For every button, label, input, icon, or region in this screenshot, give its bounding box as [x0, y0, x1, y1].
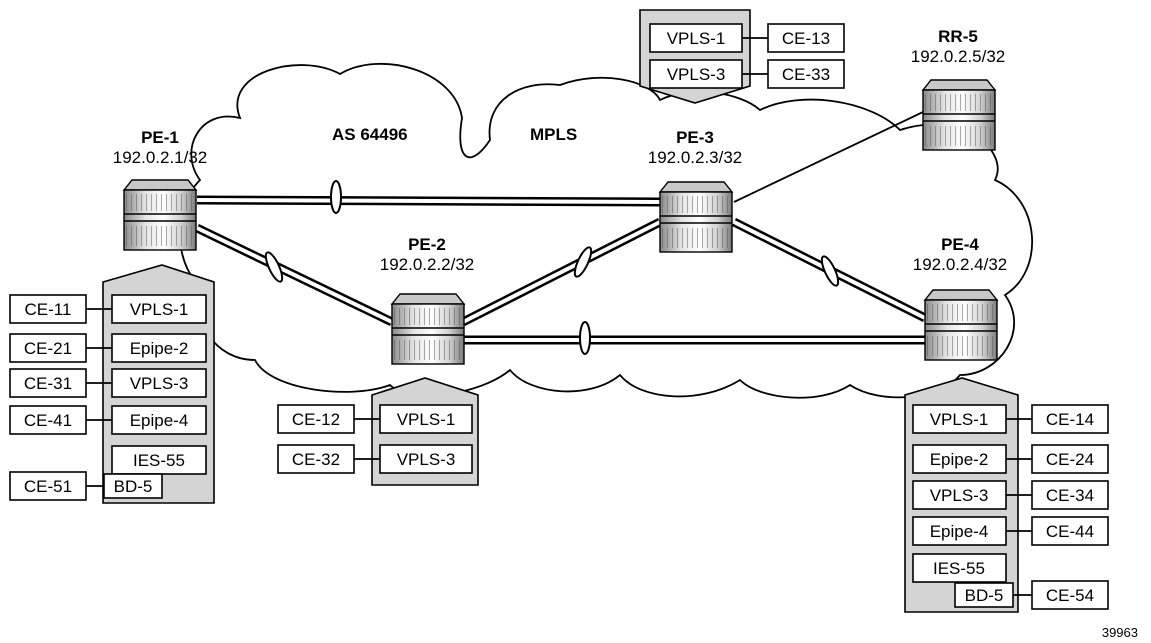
svg-text:VPLS-1: VPLS-1 [930, 410, 989, 429]
svg-text:Epipe-2: Epipe-2 [930, 450, 989, 469]
svg-text:VPLS-1: VPLS-1 [130, 300, 189, 319]
lag-marker [330, 180, 342, 214]
lag-marker [820, 255, 840, 287]
pe1-router-icon [123, 179, 197, 251]
svg-text:Epipe-4: Epipe-4 [130, 411, 189, 430]
pe2-router-icon [391, 293, 465, 365]
pe4-service-box: IES-55 [912, 553, 1007, 583]
pe1-bd-box: BD-5 [103, 473, 163, 499]
pe3-rr5-link [733, 111, 924, 203]
pe3-address: 192.0.2.3/32 [648, 148, 743, 167]
svg-text:CE-32: CE-32 [292, 450, 340, 469]
pe1-name: PE-1 [141, 128, 179, 147]
pe1-ce-box: CE-11 [9, 294, 87, 324]
pe4-ce-box: CE-44 [1031, 516, 1109, 546]
pe4-ce-box: CE-24 [1031, 444, 1109, 474]
svg-text:VPLS-3: VPLS-3 [930, 486, 989, 505]
svg-text:CE-34: CE-34 [1046, 486, 1094, 505]
pe4-bd-ce-box: CE-54 [1031, 580, 1109, 610]
pe4-address: 192.0.2.4/32 [913, 255, 1008, 274]
pe1-service-box: IES-55 [111, 445, 207, 475]
pe4-service-box: Epipe-4 [912, 516, 1007, 546]
pe2-service-box: VPLS-3 [379, 444, 473, 474]
pe2-pe3-link [460, 217, 663, 327]
mpls-label: MPLS [530, 125, 577, 144]
pe3-service-box: VPLS-3 [649, 59, 743, 89]
svg-text:VPLS-1: VPLS-1 [667, 29, 726, 48]
pe4-bd-box: BD-5 [954, 582, 1014, 608]
pe3-name: PE-3 [676, 128, 714, 147]
svg-text:Epipe-2: Epipe-2 [130, 339, 189, 358]
lag-marker [579, 321, 591, 355]
svg-text:BD-5: BD-5 [114, 477, 153, 496]
pe1-pe2-link [195, 223, 394, 327]
rr5-router-icon [922, 79, 996, 151]
svg-text:IES-55: IES-55 [933, 559, 985, 578]
svg-text:CE-33: CE-33 [782, 65, 830, 84]
svg-text:VPLS-1: VPLS-1 [397, 410, 456, 429]
lag-marker [573, 246, 593, 278]
pe1-ce-box: CE-31 [9, 368, 87, 398]
pe4-service-box: VPLS-1 [912, 404, 1007, 434]
svg-text:IES-55: IES-55 [133, 451, 185, 470]
pe2-service-box: VPLS-1 [379, 404, 473, 434]
svg-text:VPLS-3: VPLS-3 [397, 450, 456, 469]
pe1-service-box: VPLS-1 [111, 294, 207, 324]
pe4-ce-connectors [1006, 418, 1032, 596]
pe2-ce-box: CE-12 [277, 404, 355, 434]
pe2-ce-box: CE-32 [277, 444, 355, 474]
pe3-ce-connectors [742, 37, 768, 75]
pe3-ce-box: CE-13 [767, 23, 845, 53]
mpls-cloud [179, 62, 1034, 399]
pe2-address: 192.0.2.2/32 [380, 255, 475, 274]
pe1-service-box: Epipe-2 [111, 333, 207, 363]
pe4-service-box: VPLS-3 [912, 480, 1007, 510]
pe4-service-box: Epipe-2 [912, 444, 1007, 474]
svg-text:CE-54: CE-54 [1046, 586, 1094, 605]
pe1-service-box: Epipe-4 [111, 405, 207, 435]
rr5-name: RR-5 [938, 27, 978, 46]
rr5-address: 192.0.2.5/32 [911, 47, 1006, 66]
svg-text:Epipe-4: Epipe-4 [930, 522, 989, 541]
pe3-router-icon [659, 181, 733, 253]
svg-text:CE-12: CE-12 [292, 410, 340, 429]
pe1-pe3-link [196, 195, 661, 207]
pe4-name: PE-4 [941, 235, 979, 254]
lag-marker [264, 251, 284, 283]
svg-text:CE-44: CE-44 [1046, 522, 1094, 541]
pe4-ce-box: CE-34 [1031, 480, 1109, 510]
svg-text:CE-31: CE-31 [24, 374, 72, 393]
svg-text:CE-51: CE-51 [24, 477, 72, 496]
svg-text:BD-5: BD-5 [965, 586, 1004, 605]
pe1-bd-ce-box: CE-51 [9, 471, 87, 501]
pe1-ce-box: CE-21 [9, 333, 87, 363]
pe1-address: 192.0.2.1/32 [113, 148, 208, 167]
svg-text:VPLS-3: VPLS-3 [667, 65, 726, 84]
svg-text:CE-11: CE-11 [25, 300, 72, 319]
pe4-ce-box: CE-14 [1031, 404, 1109, 434]
pe2-name: PE-2 [408, 235, 446, 254]
pe1-ce-box: CE-41 [9, 405, 87, 435]
svg-text:VPLS-3: VPLS-3 [130, 374, 189, 393]
pe1-ce-connectors [86, 308, 112, 487]
svg-text:CE-21: CE-21 [24, 339, 72, 358]
figure-id: 39963 [1102, 625, 1138, 640]
pe2-ce-connectors [354, 418, 380, 460]
pe4-router-icon [924, 289, 998, 361]
pe1-service-box: VPLS-3 [111, 368, 207, 398]
pe3-ce-box: CE-33 [767, 59, 845, 89]
pe3-service-box: VPLS-1 [649, 23, 743, 53]
svg-text:CE-24: CE-24 [1046, 450, 1094, 469]
as-label: AS 64496 [332, 125, 408, 144]
svg-text:CE-41: CE-41 [24, 411, 72, 430]
svg-text:CE-13: CE-13 [782, 29, 830, 48]
svg-text:CE-14: CE-14 [1046, 410, 1094, 429]
